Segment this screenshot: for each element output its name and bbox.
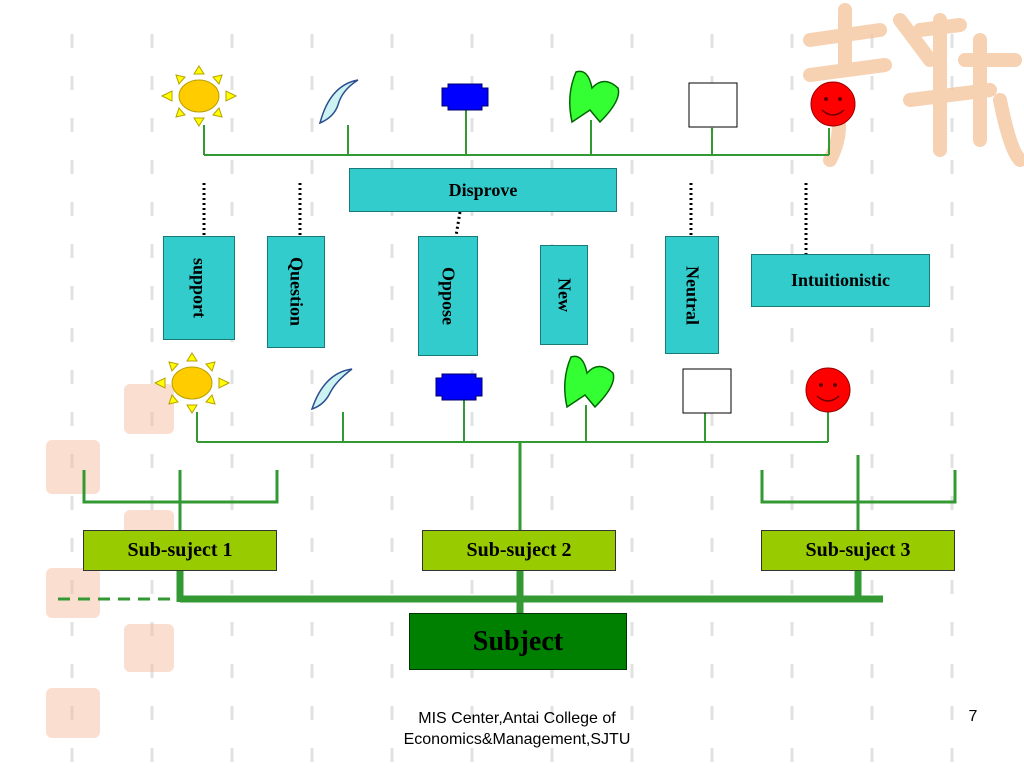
stance-box-new: New <box>540 245 588 345</box>
stance-label: Neutral <box>682 265 703 325</box>
crescent-icon <box>318 79 359 125</box>
footer-line-2: Economics&Management,SJTU <box>403 731 631 748</box>
stance-box-neutral: Neutral <box>665 236 719 354</box>
watermark-calligraphy-large <box>803 3 1024 167</box>
blue-octagon-icon <box>441 83 489 111</box>
watermark-seal <box>46 568 100 618</box>
smiley-face-icon <box>805 367 851 413</box>
sub-subject-label: Sub-suject 2 <box>466 539 572 561</box>
empty-square-icon <box>682 368 732 414</box>
sub-subject-label: Sub-suject 1 <box>127 539 233 561</box>
watermark-seal <box>46 688 100 738</box>
disprove-box: Disprove <box>349 168 617 212</box>
top-bus <box>203 110 830 156</box>
subject-bus <box>176 570 883 615</box>
stance-label: New <box>554 278 575 312</box>
watermark-seal <box>124 624 174 672</box>
sub-subject-box-2: Sub-suject 2 <box>422 530 616 571</box>
subject-label: Subject <box>472 625 564 657</box>
sub-subject-label: Sub-suject 3 <box>805 539 911 561</box>
stance-label: Oppose <box>438 266 459 326</box>
stance-label: Question <box>286 257 307 327</box>
sun-icon <box>160 65 238 127</box>
smiley-face-icon <box>810 81 856 127</box>
heart-leaf-icon <box>564 355 615 409</box>
empty-square-icon <box>688 82 738 128</box>
stance-box-support: support <box>163 236 235 340</box>
watermark-seal <box>124 384 174 434</box>
crescent-icon <box>310 368 353 411</box>
stance-box-intuitionistic: Intuitionistic <box>751 254 930 307</box>
stance-label: Intuitionistic <box>790 270 891 290</box>
sub-subject-box-3: Sub-suject 3 <box>761 530 955 571</box>
dotted-connectors <box>202 183 808 254</box>
footer-line-1: MIS Center,Antai College of <box>418 710 616 727</box>
sub-subject-box-1: Sub-suject 1 <box>83 530 277 571</box>
blue-octagon-icon <box>435 373 483 401</box>
sun-icon <box>153 352 231 414</box>
sub-subject-links <box>82 442 957 530</box>
stance-box-oppose: Oppose <box>418 236 478 356</box>
stance-box-question: Question <box>267 236 325 348</box>
footer-credit: MIS Center,Antai College of Economics&Ma… <box>332 708 702 750</box>
disprove-label: Disprove <box>448 179 518 200</box>
watermark-seal <box>46 440 100 494</box>
page-number: 7 <box>968 708 978 725</box>
lower-bus <box>196 400 829 443</box>
heart-leaf-icon <box>569 70 620 124</box>
subject-box: Subject <box>409 613 627 670</box>
stance-label: support <box>189 257 210 319</box>
